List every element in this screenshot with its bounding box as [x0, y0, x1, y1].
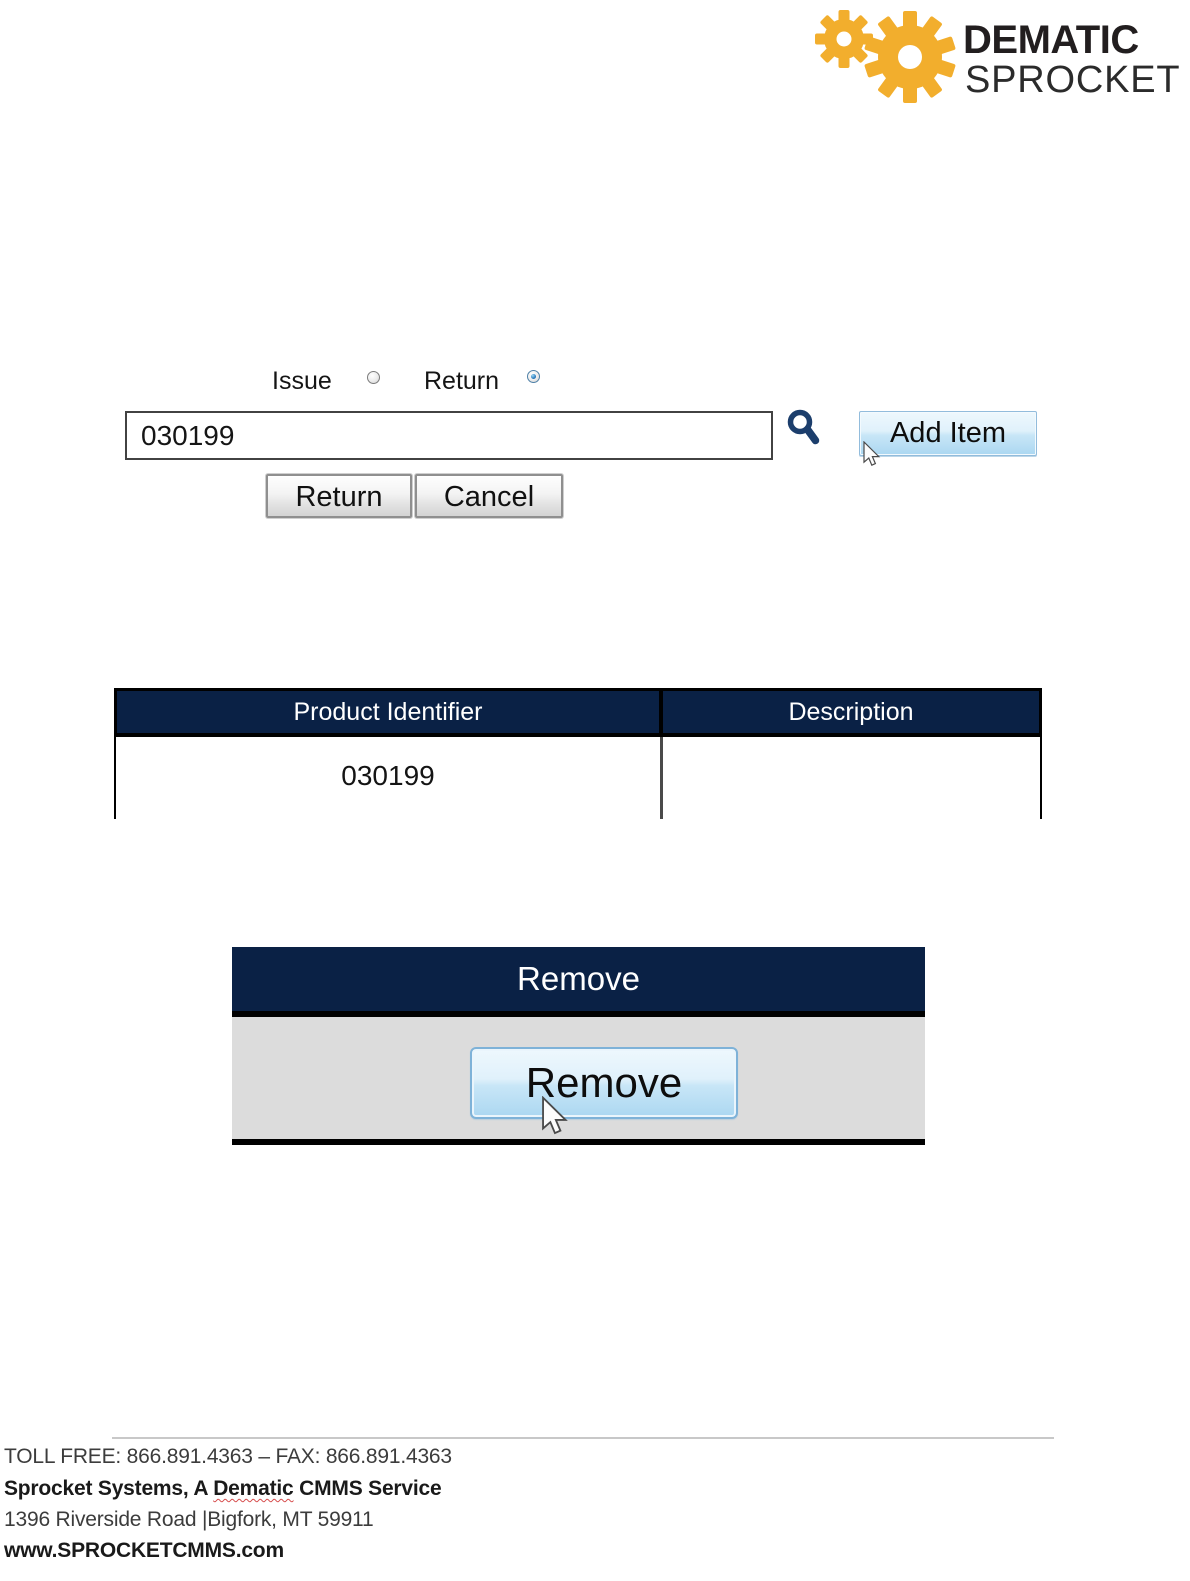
footer-website: www.SPROCKETCMMS.com	[4, 1539, 284, 1562]
brand-name-sprocket: SPROCKET	[965, 59, 1181, 101]
product-identifier-input[interactable]	[125, 411, 773, 460]
items-table: Product Identifier Description 030199	[114, 688, 1042, 819]
column-header-description: Description	[663, 688, 1042, 737]
add-item-button[interactable]: Add Item	[859, 411, 1037, 456]
remove-panel: Remove Remove	[232, 947, 925, 1145]
mouse-cursor-icon	[542, 1096, 568, 1135]
return-radio-button[interactable]	[527, 370, 540, 383]
footer-divider	[112, 1437, 1054, 1439]
table-cell-product-identifier: 030199	[114, 737, 663, 819]
return-button[interactable]: Return	[266, 474, 412, 518]
footer-company-line: Sprocket Systems, A Dematic CMMS Service	[4, 1477, 442, 1501]
search-icon[interactable]	[786, 409, 822, 449]
dematic-sprocket-logo: DEMATIC SPROCKET	[810, 4, 1190, 106]
remove-button[interactable]: Remove	[470, 1047, 738, 1119]
issue-radio-label: Issue	[272, 367, 332, 395]
table-cell-description	[663, 737, 1042, 819]
footer-company-prefix: Sprocket Systems, A	[4, 1477, 214, 1500]
gears-icon	[815, 10, 956, 103]
footer-contact-line: TOLL FREE: 866.891.4363 – FAX: 866.891.4…	[4, 1445, 452, 1468]
footer-address-line: 1396 Riverside Road |Bigfork, MT 59911	[4, 1508, 374, 1531]
issue-radio-button[interactable]	[367, 371, 380, 384]
cancel-button[interactable]: Cancel	[415, 474, 563, 518]
remove-column-header: Remove	[232, 947, 925, 1017]
mouse-cursor-icon	[863, 441, 881, 466]
remove-panel-body: Remove	[232, 1017, 925, 1145]
brand-name-dematic: DEMATIC	[963, 18, 1139, 62]
footer-company-suffix: CMMS Service	[293, 1477, 442, 1500]
footer-company-highlight: Dematic	[213, 1477, 294, 1500]
column-header-product-identifier: Product Identifier	[114, 688, 663, 737]
return-radio-label: Return	[424, 367, 500, 395]
